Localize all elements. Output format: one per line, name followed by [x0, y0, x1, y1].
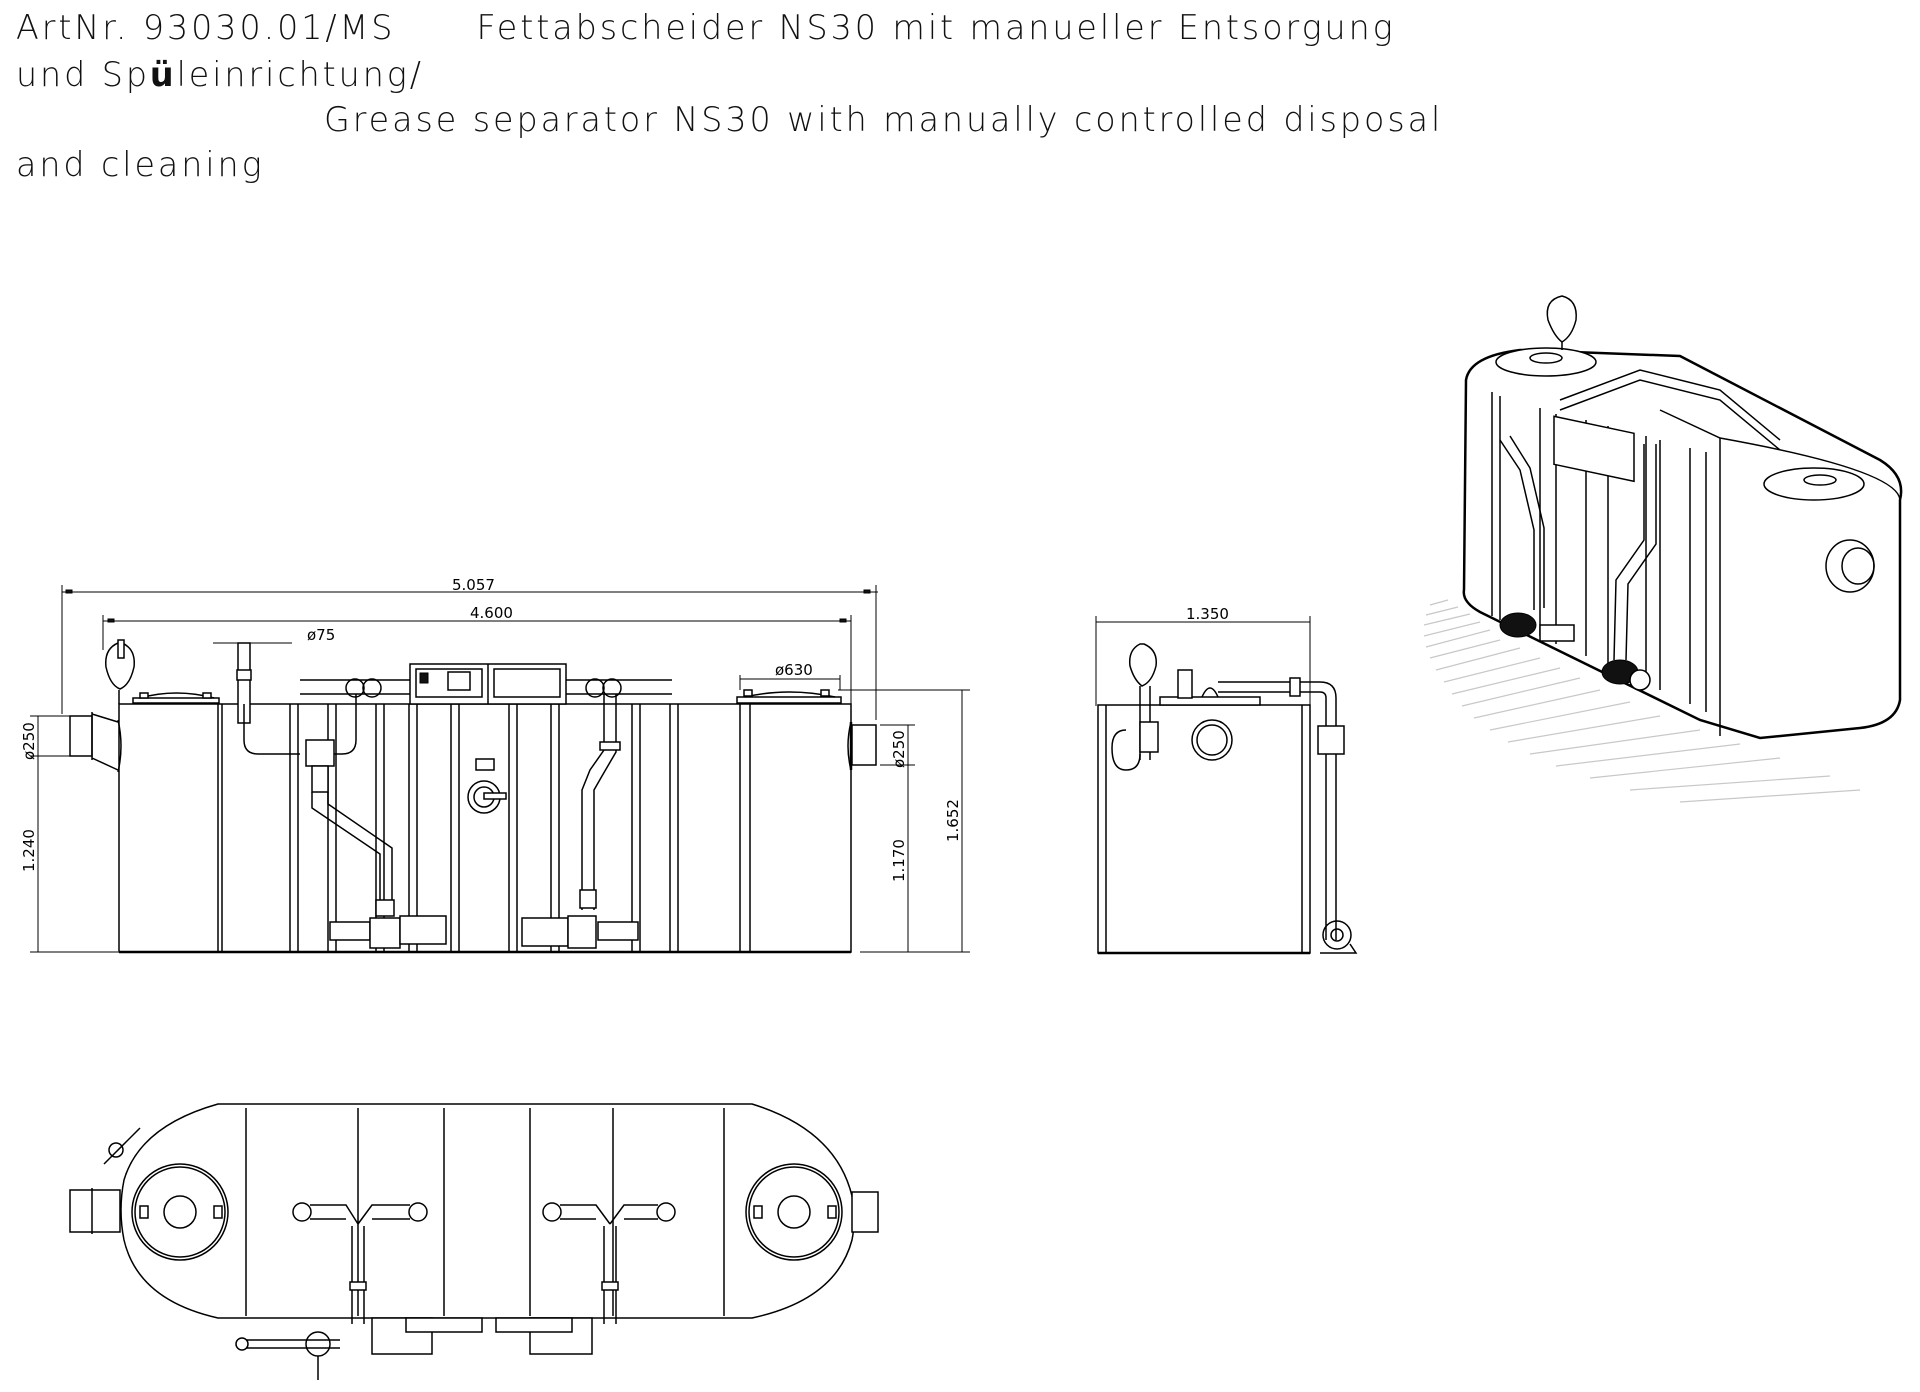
dim-inlet-height: 1.240 [20, 829, 38, 872]
dim-body-length: 4.600 [470, 604, 513, 622]
front-elevation-view: 5.057 4.600 ø75 ø630 [20, 576, 970, 954]
manhole-plan-right [745, 1163, 843, 1261]
dim-vent-diameter: ø75 [307, 626, 335, 644]
dim-inlet-diameter: ø250 [20, 722, 38, 760]
control-panel [409, 663, 567, 705]
dim-manhole-diameter: ø630 [775, 661, 813, 679]
title-line-german-2: und Spüleinrichtung/ [16, 55, 424, 95]
manhole-cover-right [736, 689, 842, 704]
dim-total-height: 1.652 [944, 799, 962, 842]
dim-outlet-height: 1.170 [890, 839, 908, 882]
title-line-english-2: and cleaning [16, 145, 265, 185]
spray-manifold-left [292, 1202, 428, 1324]
pump-assembly-left [305, 694, 447, 949]
dim-outlet-diameter: ø250 [890, 730, 908, 768]
top-plan-view [69, 1103, 879, 1380]
title-line-german-1: ArtNr. 93030.01/MS Fettabscheider NS30 m… [16, 8, 1396, 48]
dim-side-width: 1.350 [1186, 605, 1229, 623]
lifting-eye-icon [105, 639, 135, 704]
floor-hatch [1423, 599, 1861, 803]
dim-overall-length: 5.057 [452, 576, 495, 594]
pump-iso-left [1499, 612, 1575, 642]
manhole-plan-left [131, 1163, 229, 1261]
title-fragment: und Sp [16, 55, 150, 95]
vent-pipe [236, 642, 300, 755]
drain-valve-icon [467, 758, 507, 814]
side-elevation-view: 1.350 [1095, 605, 1358, 955]
title-fragment: leinrichtung/ [176, 55, 424, 95]
inlet-pipe [69, 712, 122, 773]
pump-iso-right [1601, 659, 1651, 691]
vertical-dimensions: ø250 1.240 ø250 1.170 1.652 [20, 689, 970, 953]
pump-assembly-right [521, 694, 639, 949]
isometric-view [1423, 295, 1903, 803]
outlet-pipe [847, 721, 877, 771]
stiffener-ribs [217, 704, 751, 952]
title-line-english-1: Grease separator NS30 with manually cont… [324, 100, 1444, 140]
title-umlaut: ü [149, 55, 177, 95]
spray-manifold-right [542, 1202, 676, 1324]
manhole-cover-left [132, 692, 220, 704]
